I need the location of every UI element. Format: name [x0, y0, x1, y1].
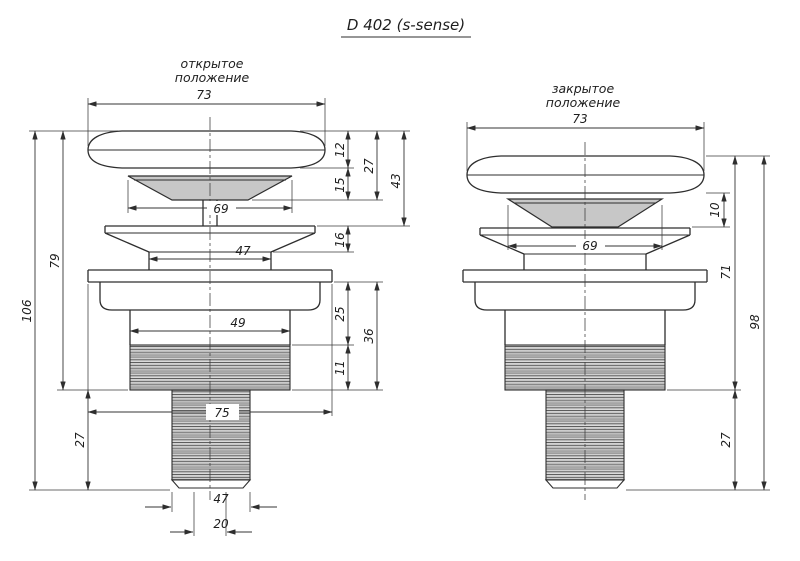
dim-left-106: 106	[20, 299, 34, 322]
dim-right-69: 69	[582, 239, 597, 253]
dim-left-75: 75	[214, 406, 229, 420]
dim-left-69: 69	[213, 202, 228, 216]
left-drawing: открытое положение	[20, 56, 410, 536]
dim-right-27: 27	[719, 432, 733, 448]
dim-left-47-tail: 47	[213, 492, 229, 506]
dim-left-49: 49	[230, 316, 245, 330]
dim-left-79: 79	[48, 253, 62, 268]
dim-left-25: 25	[333, 306, 347, 321]
right-figure	[462, 155, 708, 489]
right-label: закрытое положение	[546, 81, 621, 110]
left-label: открытое положение	[175, 56, 250, 85]
dim-right-10: 10	[708, 202, 722, 218]
dim-left-27-top: 27	[362, 158, 376, 174]
right-body	[474, 282, 696, 311]
right-drawing: закрытое положение	[462, 81, 770, 500]
dim-left-20: 20	[213, 517, 229, 531]
title-block: D 402 (s-sense)	[341, 16, 471, 38]
page-title: D 402 (s-sense)	[347, 16, 465, 34]
dim-left-15: 15	[333, 177, 347, 192]
left-label-line1: открытое	[181, 56, 244, 71]
dim-left-36: 36	[362, 328, 376, 344]
dim-right-98: 98	[748, 314, 762, 330]
right-label-line1: закрытое	[552, 81, 615, 96]
dim-left-27-tail: 27	[73, 432, 87, 448]
dim-left-16: 16	[333, 232, 347, 248]
dim-left-12: 12	[333, 142, 347, 157]
left-cap	[87, 130, 326, 169]
dim-right-width-top: 73	[572, 112, 587, 126]
dim-right-71: 71	[719, 264, 733, 279]
dim-left-width-top: 73	[196, 88, 211, 102]
left-thread-tail	[171, 389, 251, 481]
dim-left-11: 11	[333, 360, 347, 375]
dim-left-47-rim: 47	[235, 244, 251, 258]
right-label-line2: положение	[546, 95, 621, 110]
left-dimensions: 73 106 79 27 12 15 16 25 11 27 36 43 69 …	[20, 88, 410, 536]
right-cap	[466, 155, 705, 194]
left-label-line2: положение	[175, 70, 250, 85]
dim-left-43: 43	[389, 173, 403, 188]
right-dimensions: 73 10 69 71 98 27	[466, 112, 770, 491]
left-tail-chamfer	[170, 479, 252, 489]
